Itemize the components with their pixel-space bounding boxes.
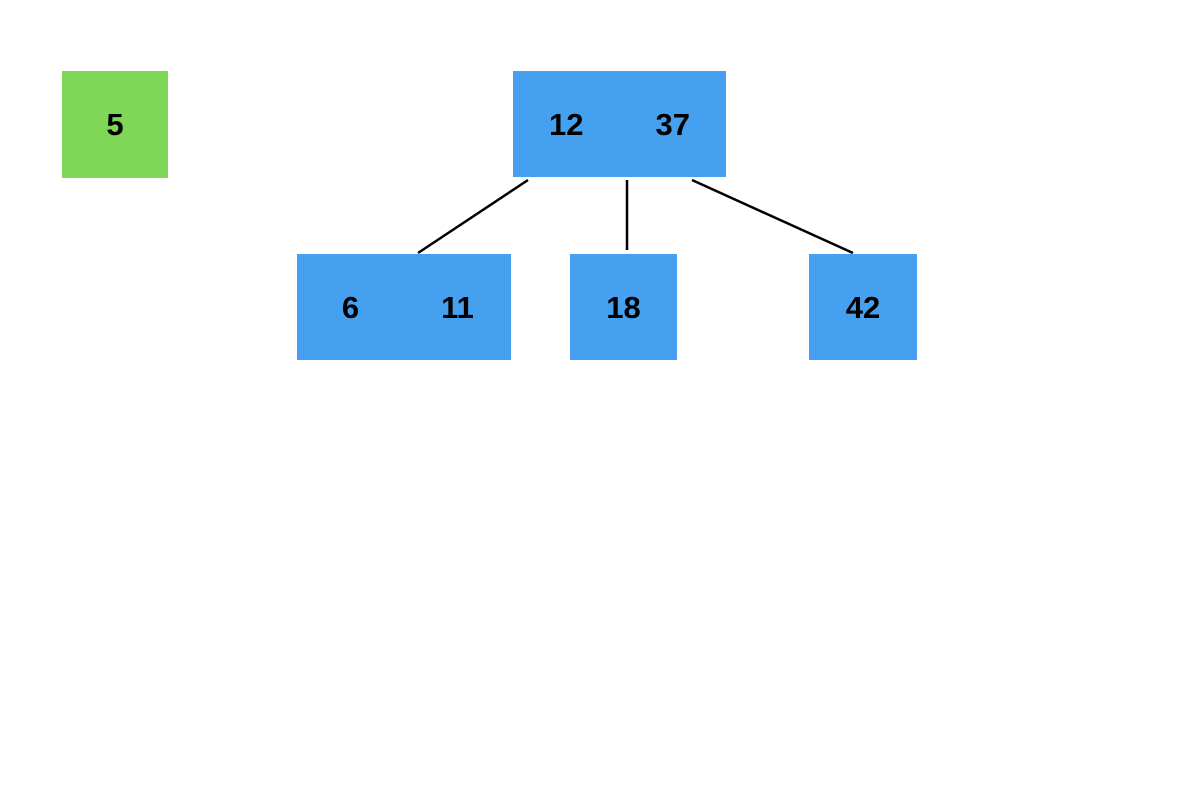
- node-key: 6: [341, 289, 360, 325]
- tree-node-child-0: 6 11: [297, 254, 511, 360]
- tree-edge-root-child-0: [417, 178, 529, 255]
- node-key: 11: [441, 289, 474, 325]
- tree-edge-root-child-2: [691, 178, 854, 255]
- tree-node-child-2: 42: [809, 254, 917, 360]
- pending-value-label: 5: [106, 106, 124, 142]
- pending-insert-value: 5: [62, 71, 168, 178]
- tree-node-root: 12 37: [513, 71, 726, 177]
- node-key: 18: [606, 289, 641, 325]
- node-key: 37: [655, 106, 690, 142]
- tree-node-child-1: 18: [570, 254, 677, 360]
- node-key: 42: [845, 289, 881, 325]
- node-key: 12: [549, 106, 584, 142]
